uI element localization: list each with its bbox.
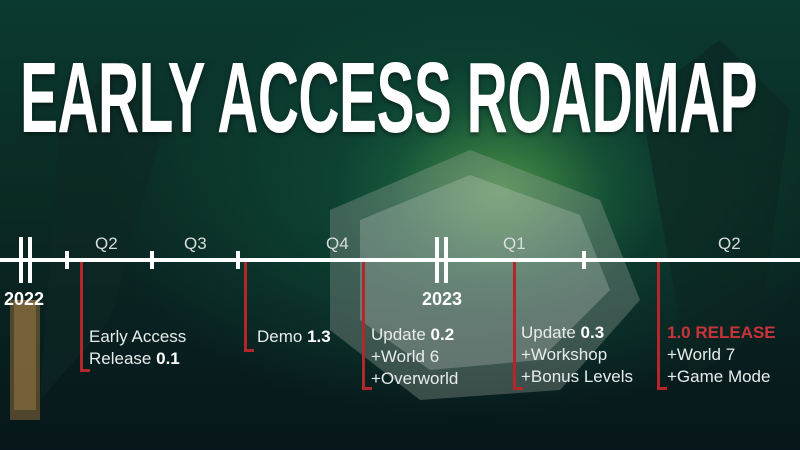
milestone-marker-update-0-3 [513,262,516,390]
milestone-label: Demo 1.3 [257,327,331,346]
quarter-label-q2-2023: Q2 [718,234,741,253]
milestone-item: +World 6 [371,347,440,366]
milestone-marker-foot [80,369,90,372]
milestone-label: Update 0.3 [521,323,605,342]
milestone-label-line1: Early Access [89,327,187,346]
milestone-marker-demo [244,262,247,352]
year-break-2023 [435,237,449,283]
milestone-item: +Workshop [521,345,608,364]
milestone-item: +Bonus Levels [521,367,633,386]
quarter-label-q1-2023: Q1 [503,234,526,253]
milestone-demo: Demo 1.3 [257,326,331,348]
quarter-label-q3-2022: Q3 [184,234,207,253]
milestone-release-title: 1.0 RELEASE [667,323,776,342]
milestone-update-0-3: Update 0.3 +Workshop +Bonus Levels [521,322,633,388]
milestone-early-access-release: Early Access Release 0.1 [89,326,186,370]
milestone-update-0-2: Update 0.2 +World 6 +Overworld [371,324,458,390]
milestone-marker-foot [657,387,667,390]
tick-q4-start [236,251,240,269]
milestone-label-line2: Release 0.1 [89,349,180,368]
milestone-1-0-release: 1.0 RELEASE +World 7 +Game Mode [667,322,776,388]
year-label-2023: 2023 [422,289,463,309]
milestone-marker-foot [362,387,372,390]
timeline-line [0,258,800,262]
page-title: EARLY ACCESS ROADMAP [20,42,758,154]
milestone-item: +Overworld [371,369,459,388]
quarter-label-q4-2022: Q4 [326,234,349,253]
quarter-label-q2-2022: Q2 [95,234,118,253]
milestone-marker-update-0-2 [362,262,365,390]
milestone-marker-early-access [80,262,83,372]
milestone-marker-foot [513,387,523,390]
year-label-2022: 2022 [4,289,45,309]
milestone-marker-foot [244,349,254,352]
milestone-label: Update 0.2 [371,325,455,344]
tick-q2-2023-start [582,251,586,269]
tick-q2-start [65,251,69,269]
year-break-2022 [19,237,33,283]
milestone-item: +Game Mode [667,367,771,386]
milestone-item: +World 7 [667,345,736,364]
tick-q3-start [150,251,154,269]
milestone-marker-1-0-release [657,262,660,390]
